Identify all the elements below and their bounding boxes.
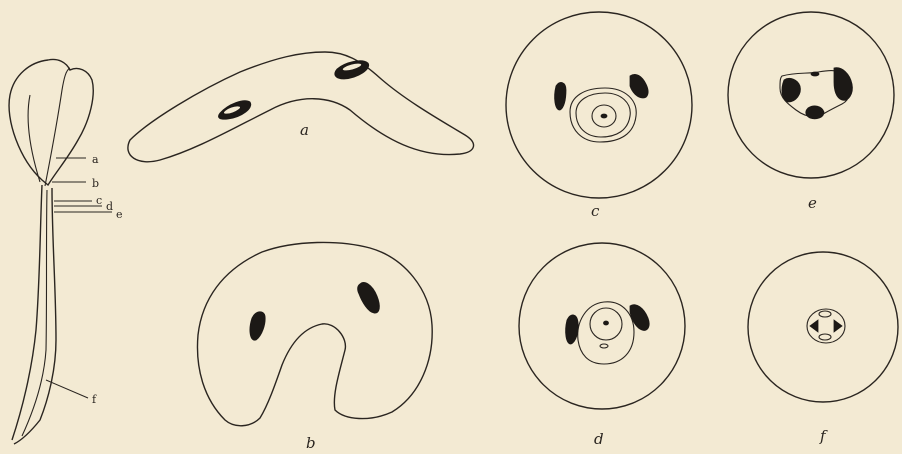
seedling-label-b: b bbox=[92, 177, 99, 190]
section-d: d bbox=[519, 243, 685, 448]
section-d-stele bbox=[578, 302, 634, 364]
section-c-core-dot bbox=[601, 114, 607, 118]
section-e-top-mark bbox=[811, 72, 819, 76]
section-a-label: a bbox=[300, 121, 309, 139]
section-b-outline bbox=[197, 242, 432, 425]
seedling-drawing: a b c d e f bbox=[9, 59, 122, 444]
seedling-label-f: f bbox=[92, 393, 97, 406]
section-c-outline bbox=[506, 12, 692, 198]
section-b-label: b bbox=[306, 434, 316, 452]
section-a-outline bbox=[128, 52, 474, 162]
section-b: b bbox=[197, 242, 432, 452]
section-f-outline bbox=[748, 252, 898, 402]
section-d-core-dot bbox=[604, 321, 609, 325]
section-b-bundle-right bbox=[358, 283, 380, 314]
hypocotyl-center-line bbox=[22, 190, 47, 436]
section-d-bundle-right bbox=[630, 305, 649, 331]
section-f: f bbox=[748, 252, 898, 445]
section-f-bottom-bundle bbox=[819, 334, 831, 340]
section-d-bundle-left bbox=[566, 315, 579, 344]
seedling-label-e: e bbox=[116, 208, 123, 221]
section-f-bundle-right bbox=[834, 320, 842, 332]
section-c-bundle-left bbox=[555, 83, 566, 110]
section-c: c bbox=[506, 12, 692, 220]
seedling-label-a: a bbox=[92, 153, 99, 166]
section-e-bundle-left bbox=[782, 78, 800, 102]
section-a: a bbox=[128, 52, 474, 162]
section-b-bundle-left bbox=[250, 312, 265, 340]
section-e: e bbox=[728, 12, 894, 212]
section-d-label: d bbox=[594, 430, 604, 448]
section-d-outline bbox=[519, 243, 685, 409]
cotyledon-outline bbox=[9, 59, 93, 185]
section-d-small-bundle bbox=[600, 344, 608, 348]
section-c-bundle-right bbox=[630, 74, 648, 98]
section-e-bundle-right bbox=[834, 68, 852, 101]
section-e-label: e bbox=[808, 194, 817, 212]
section-f-top-bundle bbox=[819, 311, 831, 317]
leader-f bbox=[46, 380, 88, 398]
cotyledon-midrib bbox=[45, 68, 70, 186]
section-f-bundle-left bbox=[810, 320, 818, 332]
cotyledon-fold bbox=[28, 95, 40, 182]
section-f-label: f bbox=[819, 427, 828, 445]
section-e-bundle-bottom bbox=[806, 106, 824, 119]
section-e-outline bbox=[728, 12, 894, 178]
seedling-label-c: c bbox=[96, 194, 102, 207]
seedling-label-d: d bbox=[106, 200, 113, 213]
section-c-label: c bbox=[591, 202, 600, 220]
hypocotyl-left-edge bbox=[12, 185, 42, 440]
hypocotyl-right-edge bbox=[14, 188, 56, 444]
